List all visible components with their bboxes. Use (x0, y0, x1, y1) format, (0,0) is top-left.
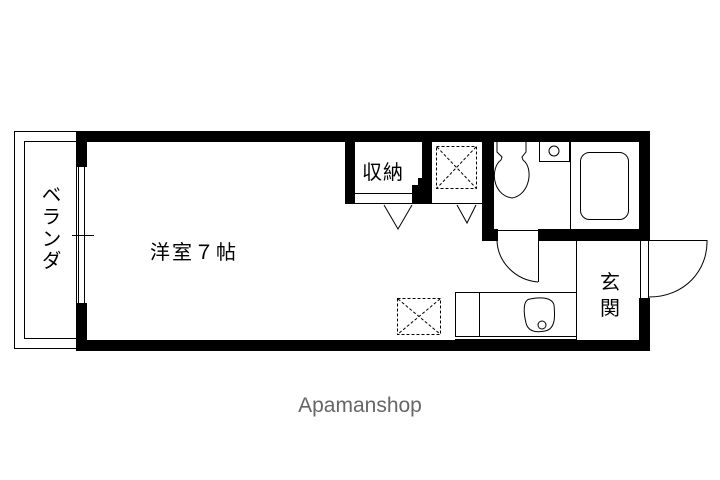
western-room-label: 洋室７帖 (150, 240, 238, 264)
bathroom-walls (482, 131, 650, 241)
entrance-label-top: 玄 (600, 270, 622, 294)
fridge-space (397, 298, 441, 335)
bathroom-fixtures (493, 141, 629, 231)
entrance-label-bottom: 関 (600, 296, 622, 320)
balcony (14, 131, 77, 349)
balcony-window (72, 167, 94, 303)
entrance-door (640, 239, 708, 298)
storage-walls (345, 131, 432, 204)
storage-label: 収納 (362, 160, 404, 184)
storage-doors (355, 193, 484, 230)
bathroom-door (496, 240, 577, 340)
watermark-text: Apamanshop (298, 394, 422, 417)
balcony-label: ベランダ (38, 184, 62, 272)
washer-space-top (436, 146, 477, 189)
exterior-walls (76, 131, 650, 351)
kitchen-counter (455, 292, 577, 340)
